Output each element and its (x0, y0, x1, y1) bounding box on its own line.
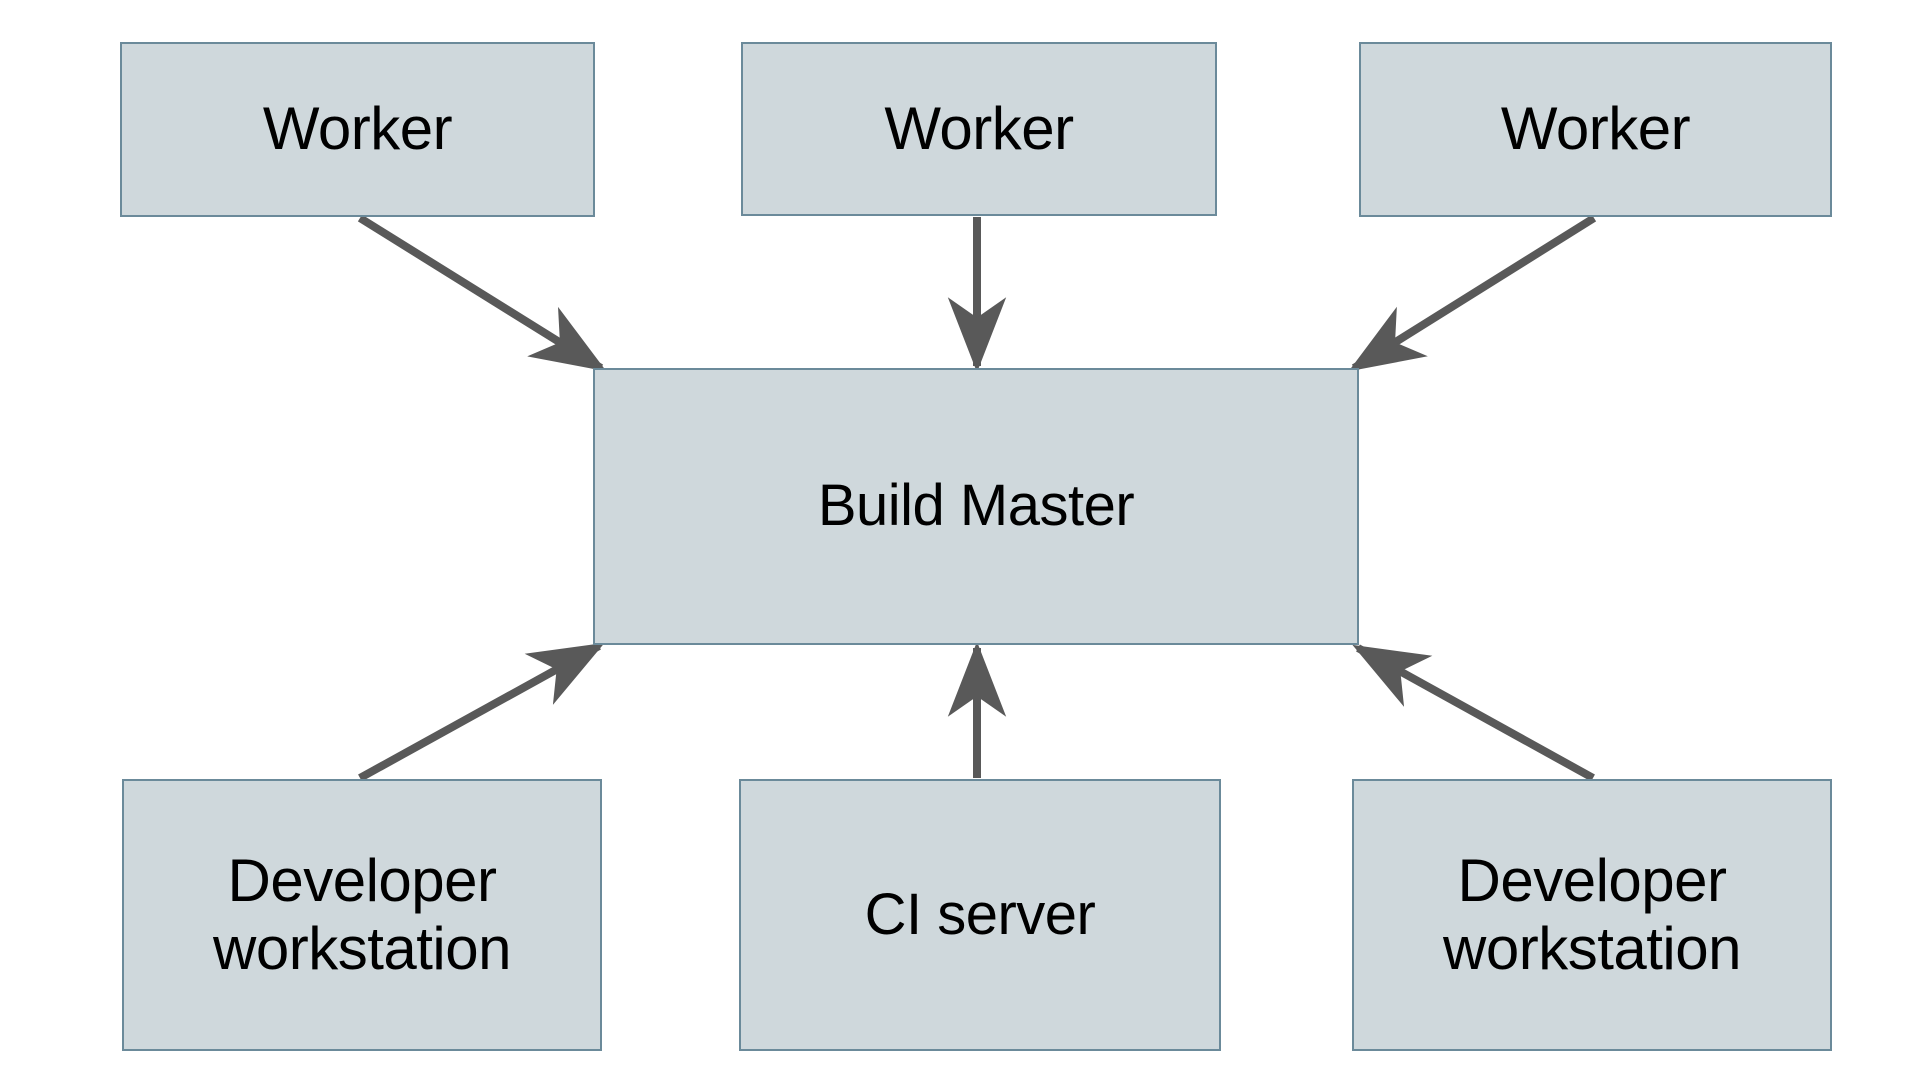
node-worker-3[interactable]: Worker (1359, 42, 1832, 217)
node-ci-server[interactable]: CI server (739, 779, 1221, 1051)
node-worker-1-label: Worker (262, 95, 453, 163)
edge-dev-workstation-left-to-build-master (358, 642, 605, 782)
edge-worker-3-to-build-master (1348, 214, 1597, 372)
node-worker-2[interactable]: Worker (741, 42, 1217, 216)
node-dev-workstation-left-label: Developer workstation (213, 846, 511, 982)
node-dev-workstation-left[interactable]: Developer workstation (122, 779, 602, 1051)
node-dev-workstation-right[interactable]: Developer workstation (1352, 779, 1832, 1051)
node-worker-2-label: Worker (884, 94, 1074, 162)
node-build-master-label: Build Master (817, 473, 1135, 539)
node-ci-server-label: CI server (864, 881, 1096, 947)
node-build-master[interactable]: Build Master (593, 368, 1359, 645)
edge-dev-workstation-right-to-build-master (1352, 644, 1595, 782)
node-worker-1[interactable]: Worker (120, 42, 595, 217)
node-dev-workstation-right-label: Developer workstation (1443, 846, 1741, 982)
edge-worker-1-to-build-master (357, 214, 607, 372)
node-worker-3-label: Worker (1500, 95, 1691, 163)
